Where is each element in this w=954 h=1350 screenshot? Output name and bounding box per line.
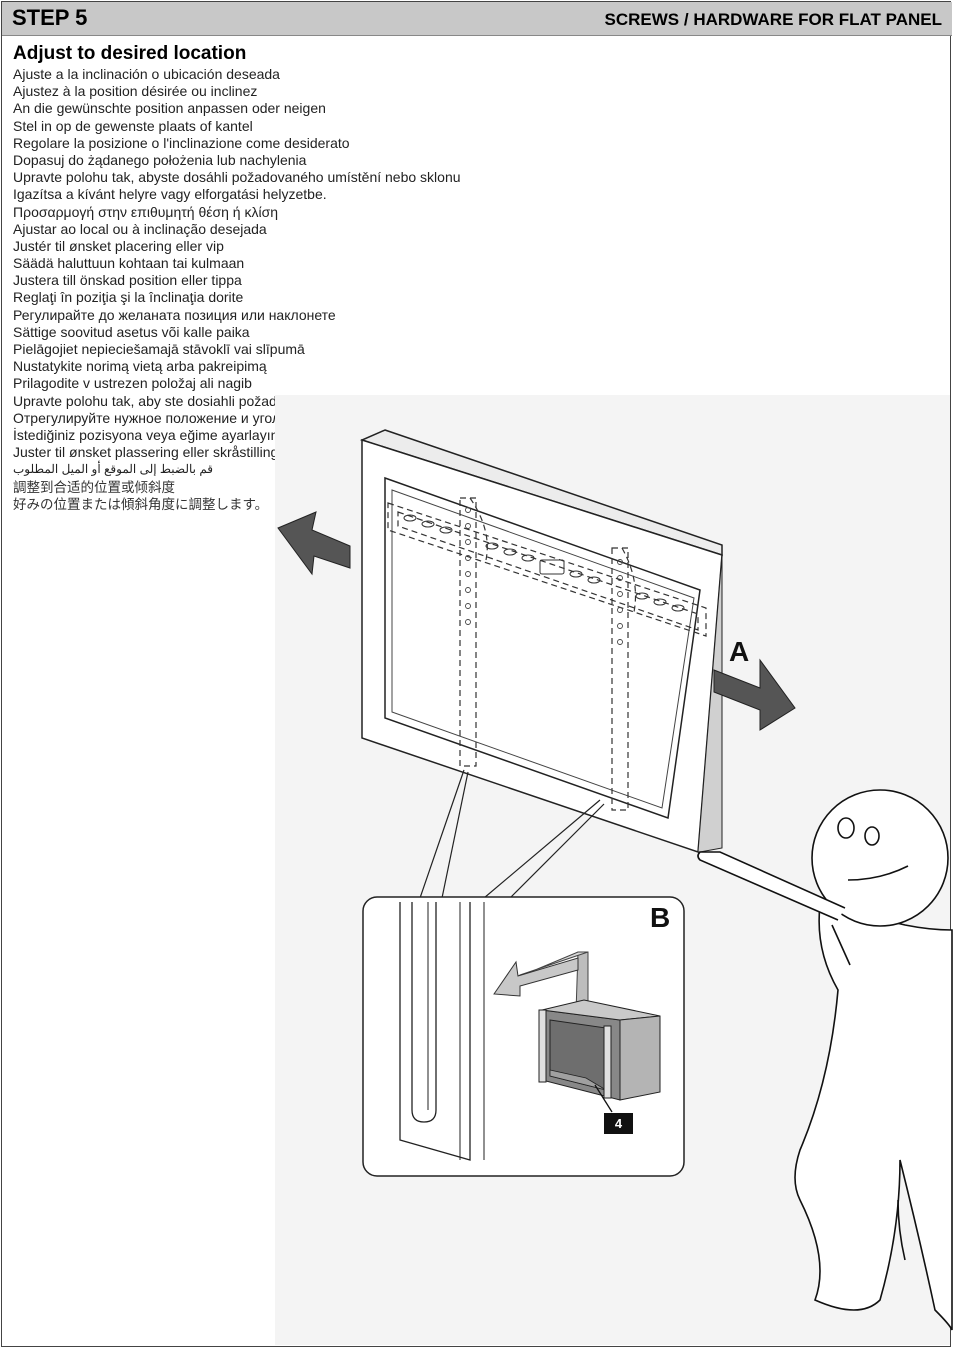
translated-instructions: Ajuste a la inclinación o ubicación dese… [13,66,469,513]
instruction-line-no: Juster til ønsket plassering eller skrås… [13,444,279,461]
instruction-line-fr: Ajustez à la position désirée ou incline… [13,83,258,100]
instruction-line-da: Justér til ønsket placering eller vip [13,237,224,254]
instruction-line-nl: Stel in op de gewenste plaats of kantel [13,117,253,134]
instruction-line-ru: Отрегулируйте нужное положение и угол на… [13,409,338,426]
instruction-line-pl: Dopasuj do żądanego położenia lub nachyl… [13,151,307,168]
instruction-line-pt: Ajustar ao local ou à inclinação desejad… [13,220,267,237]
step-title: STEP 5 [12,5,88,30]
vertical-arms [459,497,637,811]
instruction-line-hu: Igazítsa a kívánt helyre vagy elforgatás… [13,186,327,203]
instruction-line-de: An die gewünschte position anpassen oder… [13,100,326,117]
instruction-line-bg: Регулирайте до желаната позиция или накл… [13,306,336,323]
instruction-heading: Adjust to desired location [13,43,247,64]
detail-b-box [362,896,685,1177]
instruction-line-it: Regolare la posizione o l'inclinazione c… [13,134,350,151]
push-left-arrow [277,511,351,576]
instruction-line-el: Προσαρμογή στην επιθυμητή θέση ή κλίση [13,203,279,220]
page-header: STEP 5 SCREWS / HARDWARE FOR FLAT PANEL [2,2,952,36]
instruction-line-ro: Reglaţi în poziţia şi la înclinaţia dori… [13,289,244,306]
part-number-badge: 4 [604,1113,633,1134]
instruction-line-ja: 好みの位置または傾斜角度に調整します。 [13,496,269,512]
section-title: SCREWS / HARDWARE FOR FLAT PANEL [604,10,942,29]
arm-holes [465,507,623,645]
tv-panel [359,429,723,854]
instruction-line-sv: Justera till önskad position eller tippa [13,272,242,289]
instruction-line-fi: Säädä haluttuun kohtaan tai kulmaan [13,255,245,272]
pull-right-arrow [713,658,796,731]
instruction-line-lv: Pielāgojiet nepieciešamajā stāvoklī vai … [13,341,305,357]
instruction-line-cs: Upravte polohu tak, abyste dosáhli požad… [13,169,461,186]
instruction-line-es: Ajuste a la inclinación o ubicación dese… [13,66,280,82]
detail-callout-lines [419,769,605,899]
instruction-line-ar: قم بالضبط إلى الموقع أو الميل المطلوب [13,462,214,477]
instruction-line-lt: Nustatykite norimą vietą arba pakreipimą [13,358,267,375]
instruction-line-sl: Prilagodite v ustrezen položaj ali nagib [13,375,252,392]
instruction-line-zh: 調整到合适的位置或倾斜度 [13,479,175,495]
label-b: B [650,902,671,933]
instruction-line-tr: İstediğiniz pozisyona veya eğime ayarlay… [13,426,279,443]
label-a: A [729,636,750,667]
wall-plate-dashed [387,502,707,637]
wall-plate-slots [403,514,685,612]
instruction-line-et: Sättige soovitud asetus või kalle paika [13,323,250,340]
person-figure [697,789,953,1331]
